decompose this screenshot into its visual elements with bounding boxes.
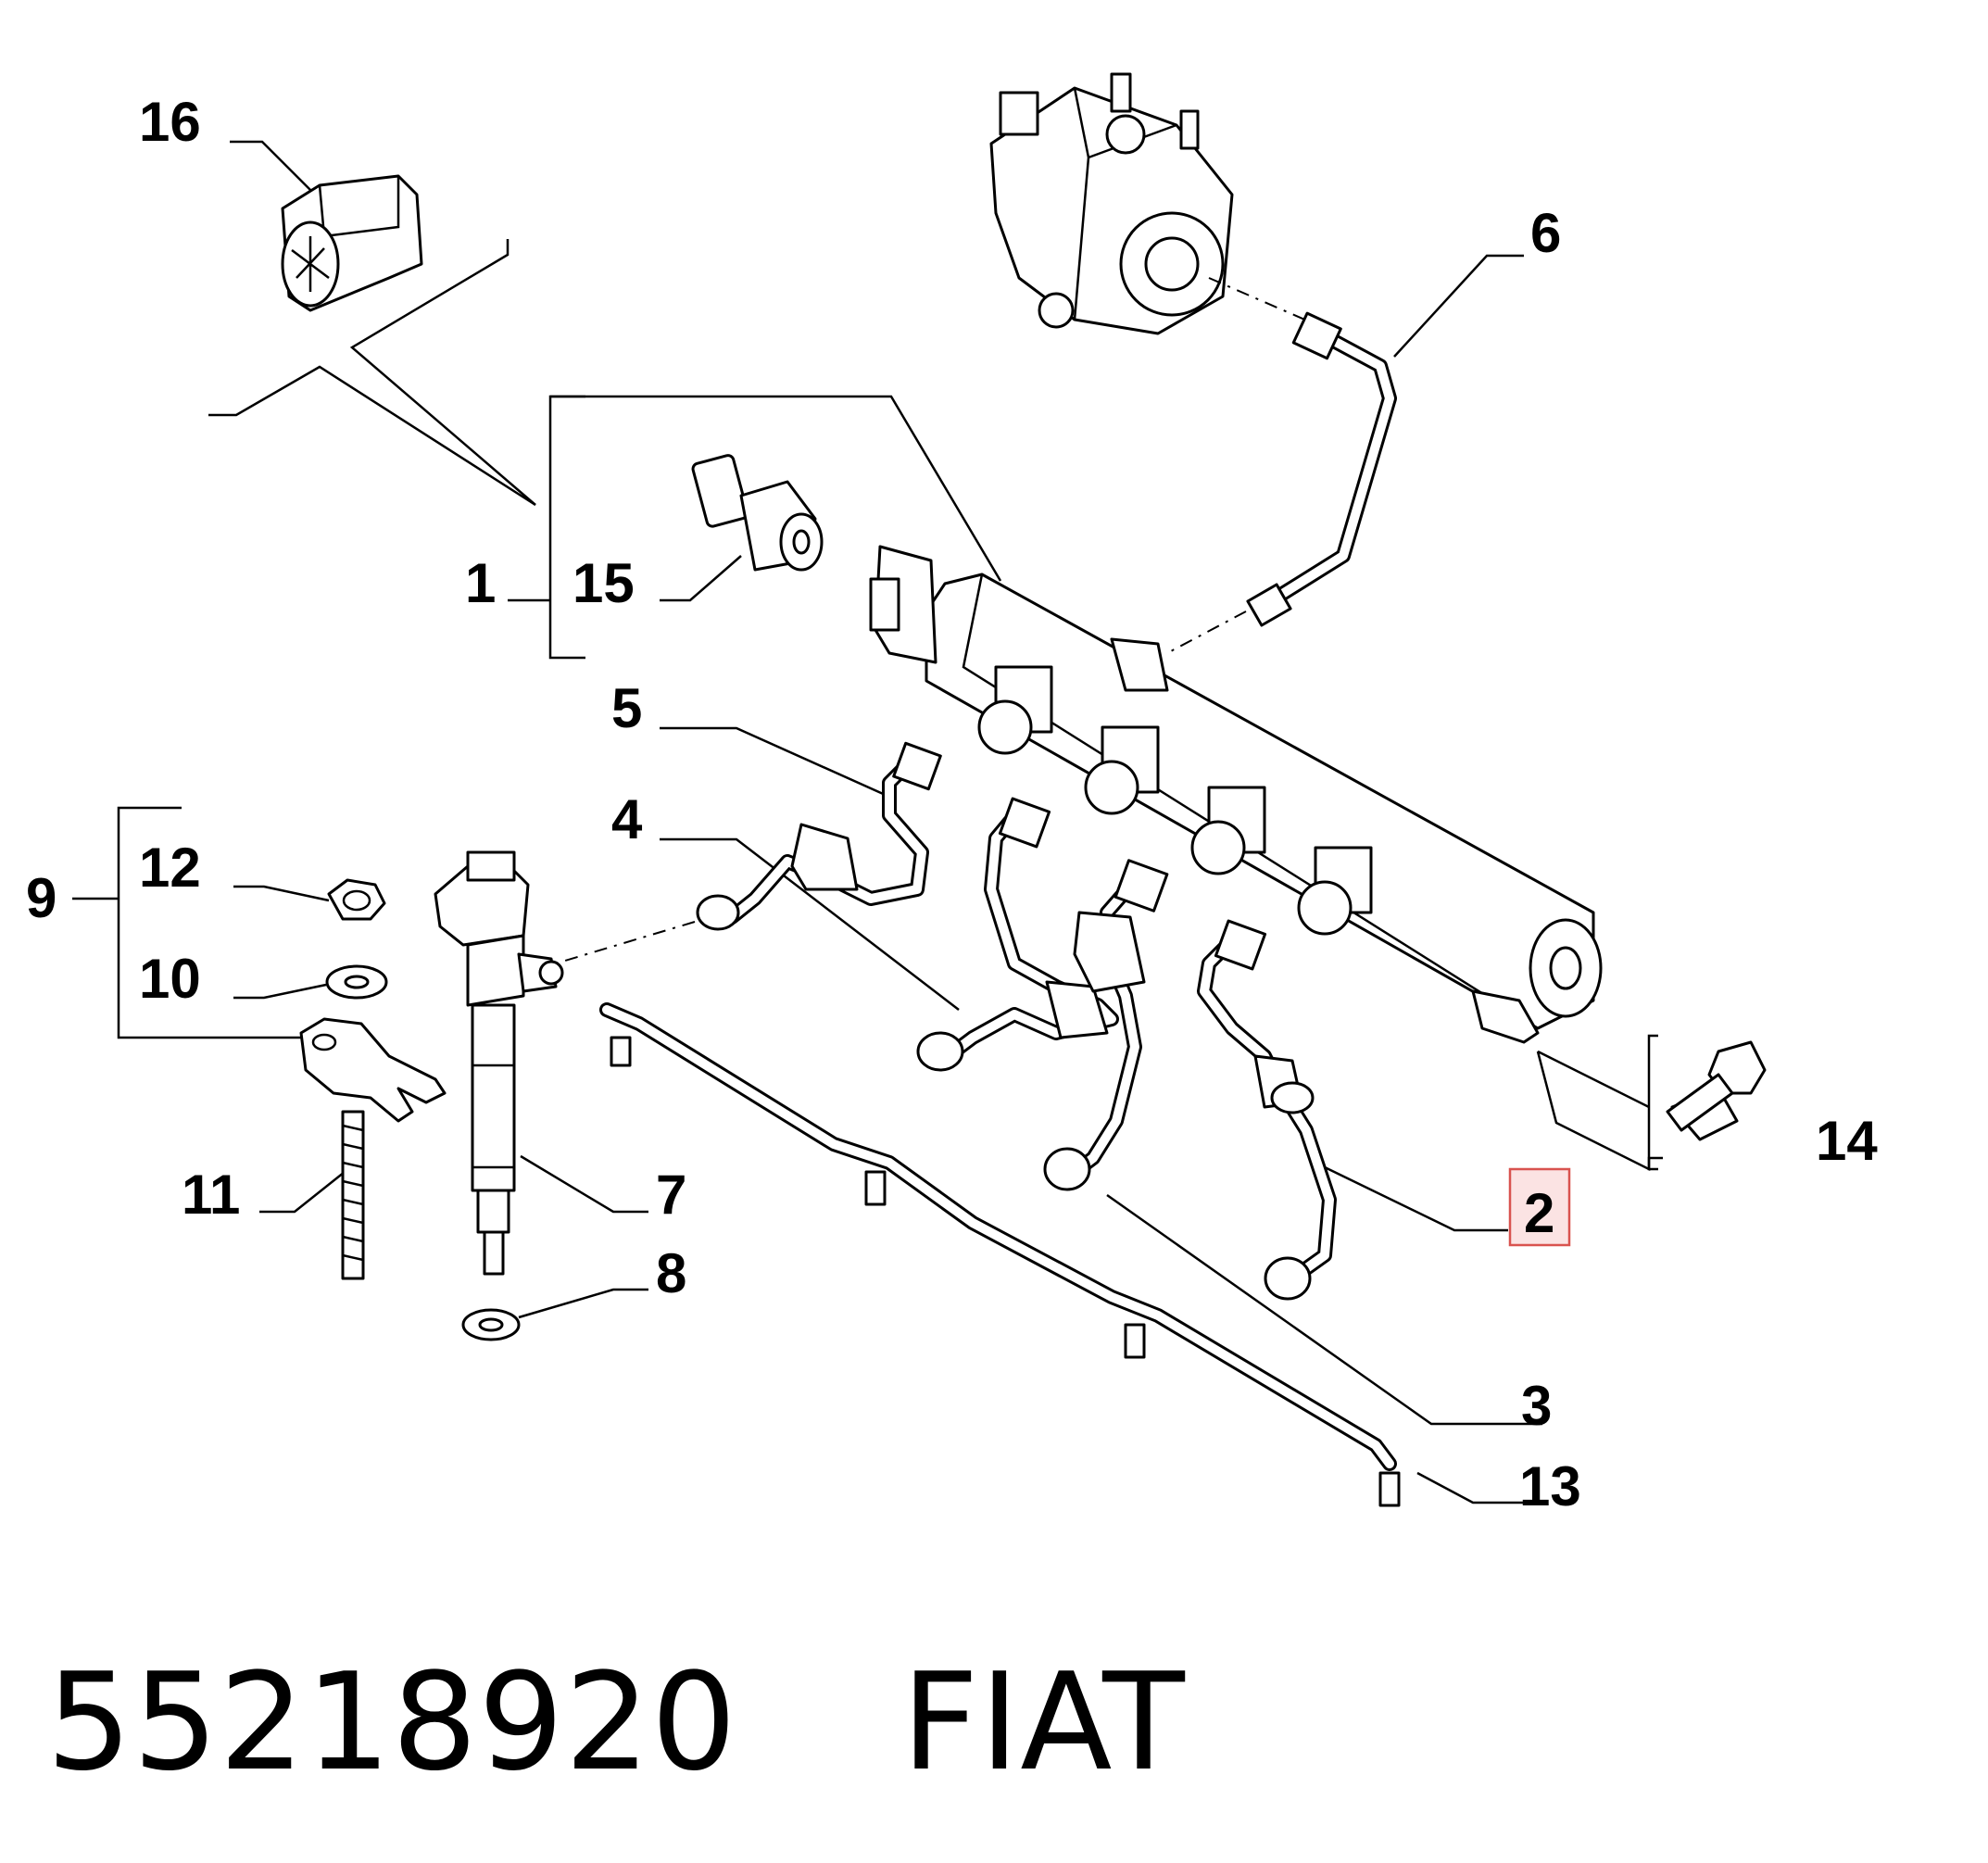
part-13-leak-off-pipe [599, 1002, 1401, 1507]
callout-15[interactable]: 15 [572, 552, 635, 614]
callout-6[interactable]: 6 [1530, 202, 1561, 264]
callout-2-highlight [1508, 1167, 1571, 1247]
callout-8[interactable]: 8 [656, 1242, 686, 1304]
part-10-washer [325, 964, 388, 1000]
callout-7[interactable]: 7 [656, 1164, 686, 1226]
part-11-stud [341, 1110, 365, 1280]
callout-2[interactable]: 2 [1524, 1182, 1554, 1244]
part-9-clamp [299, 1017, 447, 1123]
callout-5[interactable]: 5 [611, 677, 642, 739]
callout-1[interactable]: 1 [465, 552, 496, 614]
part-16-clip [281, 174, 423, 312]
part-caption: 55218920 FIAT [46, 1644, 1186, 1801]
part-12-nut [327, 878, 386, 921]
part-6-pump-and-pipe [989, 72, 1397, 654]
part-2-injector-pipe [1197, 919, 1337, 1301]
part-4-injector-pipe [916, 797, 1119, 1072]
callout-12[interactable]: 12 [139, 837, 201, 899]
leader-lines [72, 140, 1663, 1504]
callout-14[interactable]: 14 [1816, 1110, 1878, 1172]
part-7-injector [434, 850, 564, 1276]
part-15-pressure-sensor [691, 454, 824, 572]
callout-10[interactable]: 10 [139, 948, 201, 1010]
callout-4[interactable]: 4 [611, 788, 643, 850]
brand-name: FIAT [901, 1644, 1186, 1801]
callout-9[interactable]: 9 [26, 867, 57, 929]
callout-3[interactable]: 3 [1521, 1375, 1552, 1437]
rail-outlets [977, 665, 1373, 936]
part-14-bolt [1666, 1040, 1767, 1141]
part-1-fuel-rail [869, 545, 1603, 1044]
part-number: 55218920 [46, 1644, 738, 1801]
callout-labels: 16 6 1 15 5 4 9 12 10 11 7 8 2 14 3 13 [26, 91, 1878, 1517]
callout-13[interactable]: 13 [1519, 1455, 1581, 1517]
part-5-injector-pipe [555, 741, 942, 964]
part-8-washer [461, 1308, 521, 1341]
part-3-injector-pipe [1043, 859, 1169, 1191]
callout-11[interactable]: 11 [182, 1164, 240, 1226]
callout-16[interactable]: 16 [139, 91, 201, 153]
